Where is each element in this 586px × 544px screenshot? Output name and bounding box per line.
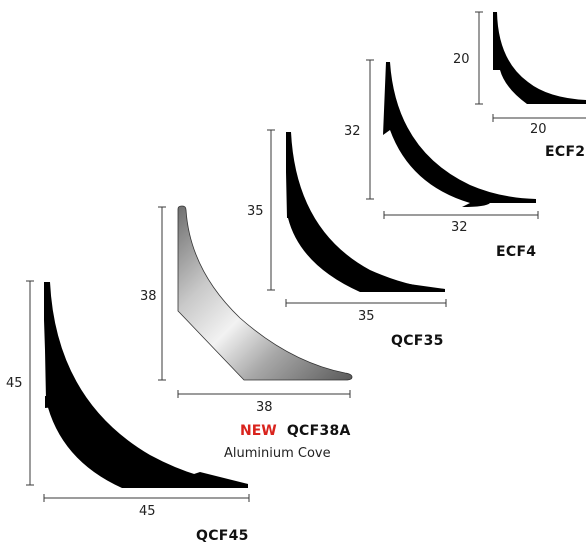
ecf2-height-label: 20 (453, 52, 470, 67)
qcf38a-profile-shape (177, 205, 353, 381)
qcf35-inner-fin (287, 208, 304, 218)
new-badge: NEW (240, 423, 277, 439)
qcf38a-subtitle: Aluminium Cove (224, 446, 331, 461)
qcf35-name-label: QCF35 (391, 333, 444, 349)
qcf35-profile-shape (286, 132, 445, 292)
qcf45-lip (182, 472, 248, 488)
ecf4-name-label: ECF4 (496, 244, 536, 260)
ecf4-profile-shape (383, 62, 536, 207)
qcf45-name-label: QCF45 (196, 528, 249, 544)
ecf2-width-label: 20 (530, 122, 547, 137)
profile-qcf38a: 38 38 NEW QCF38A Aluminium Cove (140, 205, 353, 461)
ecf2-profile-shape (493, 12, 586, 104)
ecf2-name-label: ECF2 (545, 144, 585, 160)
profile-ecf4: 32 32 ECF4 (344, 59, 539, 260)
qcf38a-name-label: QCF38A (287, 423, 351, 439)
qcf35-height-label: 35 (247, 204, 264, 219)
qcf45-top-fin (45, 320, 56, 348)
qcf38a-width-label: 38 (256, 400, 273, 415)
qcf45-inner-fin (45, 396, 86, 408)
profile-qcf45: 45 45 QCF45 (6, 280, 250, 544)
qcf35-lip (391, 283, 445, 292)
ecf4-width-label: 32 (451, 220, 468, 235)
qcf38a-height-label: 38 (140, 289, 157, 304)
profile-qcf35: 35 35 QCF35 (247, 129, 447, 349)
qcf45-profile-shape (44, 282, 248, 488)
qcf35-foot (360, 276, 368, 292)
qcf35-width-label: 35 (358, 309, 375, 324)
qcf45-height-label: 45 (6, 376, 23, 391)
qcf45-width-label: 45 (139, 504, 156, 519)
qcf45-foot (122, 450, 136, 488)
ecf4-height-label: 32 (344, 124, 361, 139)
profile-ecf2: 20 20 ECF2 (453, 11, 586, 160)
qcf38a-title: NEW QCF38A (240, 420, 351, 439)
